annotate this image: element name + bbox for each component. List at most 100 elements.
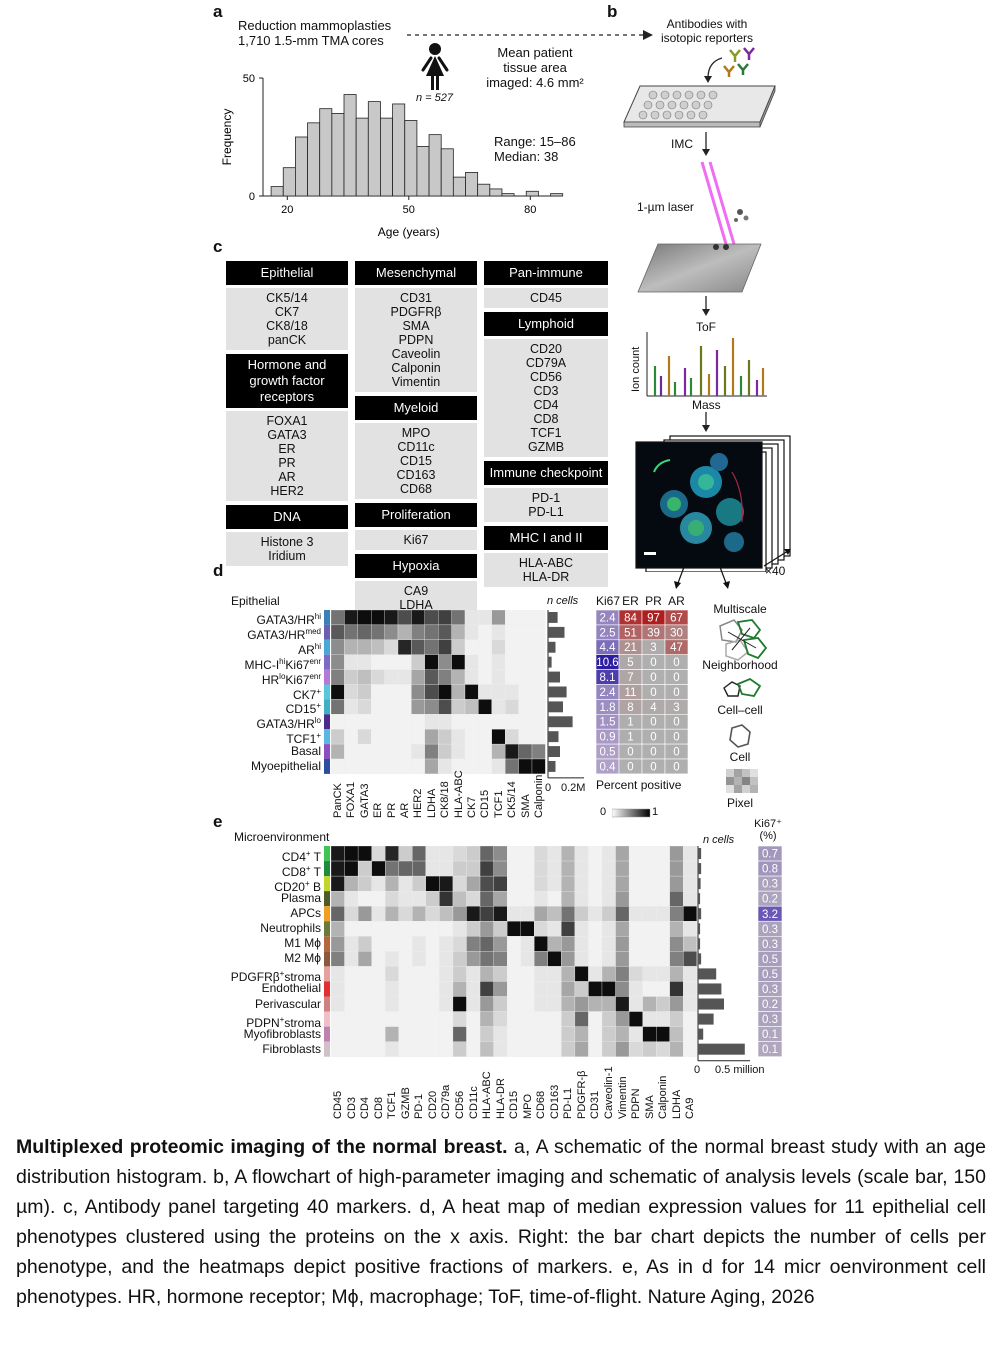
heatmap-cell (424, 654, 439, 670)
heatmap-cell (452, 981, 467, 997)
heatmap-cell (451, 610, 466, 626)
heatmap-cell (397, 684, 412, 700)
heatmap-cell (344, 906, 359, 922)
ki67-value: 0.1 (762, 1029, 778, 1041)
ki67-value: 0.3 (762, 939, 778, 951)
heatmap-cell (506, 996, 521, 1012)
category-header: Immune checkpoint (484, 461, 608, 485)
heatmap-cell (344, 654, 358, 670)
marker-name: CD68 (400, 482, 432, 496)
heatmap-cell (683, 1011, 697, 1027)
hist-bar (270, 186, 284, 197)
heatmap-cell (534, 906, 548, 922)
hist-bar (367, 101, 381, 197)
heatmap-cell (518, 624, 533, 640)
heatmap-cell (574, 921, 589, 937)
heatmap-cell (588, 1041, 603, 1057)
heatmap-cell (424, 743, 439, 760)
heatmap-cell (452, 936, 467, 952)
hist-ylabel: Frequency (220, 109, 234, 166)
heatmap-cell (669, 921, 684, 937)
row-color-strip (324, 1026, 330, 1042)
figure-caption: Multiplexed proteomic imaging of the nor… (16, 1132, 986, 1312)
e-ncells-bar (698, 968, 717, 980)
heatmap-cell (656, 996, 670, 1012)
heatmap-cell (615, 966, 630, 982)
pct-value: 0 (627, 761, 633, 773)
heatmap-cell (439, 1011, 454, 1027)
heatmap-cell (344, 951, 359, 967)
marker-name: CD163 (396, 468, 436, 482)
heatmap-cell (601, 1026, 616, 1042)
microenv-col-label: CD11c (467, 1085, 480, 1119)
d-ncells-bar (548, 716, 573, 728)
marker-name: CD4 (533, 398, 559, 412)
heatmap-cell (505, 639, 519, 655)
heatmap-cell (561, 1026, 576, 1042)
heatmap-cell (615, 936, 630, 952)
heatmap-cell (344, 936, 359, 952)
flow-arrow-dashed (407, 30, 653, 40)
heatmap-cell (518, 714, 533, 730)
pct-value: 39 (647, 627, 660, 639)
heatmap-cell (534, 921, 548, 937)
heatmap-cell (479, 1026, 494, 1042)
microenv-col-label: CD3 (345, 1096, 358, 1119)
e-ncells-bar (698, 908, 702, 920)
microenvironment-group-title: Microenvironment (234, 830, 330, 844)
d-ncells-bar (548, 626, 565, 638)
heatmap-cell (683, 891, 697, 907)
e-ncells-bar (698, 1043, 745, 1055)
heatmap-cell (357, 921, 372, 937)
level-neighborhood: Neighborhood (702, 658, 778, 672)
heatmap-cell (398, 966, 413, 982)
pixel-cell (750, 777, 758, 785)
heatmap-cell (479, 1011, 494, 1027)
heatmap-cell (669, 1011, 684, 1027)
heatmap-cell (397, 758, 412, 775)
heatmap-cell (628, 860, 643, 877)
pct-value: 0 (650, 672, 656, 684)
microenv-row-label: M1 Mϕ (284, 936, 321, 951)
heatmap-cell (615, 906, 630, 922)
heatmap-cell (371, 996, 386, 1012)
heatmap-cell (398, 875, 413, 892)
microenv-col-label: CA9 (684, 1097, 697, 1119)
heatmap-cell (398, 921, 413, 937)
heatmap-cell (411, 624, 425, 640)
heatmap-cell (561, 966, 576, 982)
heatmap-cell (424, 684, 439, 700)
heatmap-cell (451, 654, 466, 670)
marker-name: CD45 (530, 291, 562, 305)
heatmap-cell (438, 743, 452, 760)
marker-name: LDHA (399, 598, 433, 612)
heatmap-cell (588, 860, 603, 877)
hist-bar (525, 190, 539, 197)
heatmap-cell (371, 654, 385, 670)
row-color-strip (324, 876, 330, 892)
heatmap-cell (601, 966, 616, 982)
heatmap-cell (438, 699, 452, 715)
row-color-strip (324, 966, 330, 982)
microenv-col-label: HLA-DR (494, 1077, 507, 1119)
row-color-strip (324, 1011, 330, 1027)
microenv-row-label: Myofibroblasts (243, 1026, 321, 1041)
epithelial-row-label: ARhi (298, 641, 321, 657)
panel-d-label: d (213, 561, 224, 580)
heatmap-cell (642, 860, 657, 877)
heatmap-cell (452, 875, 467, 892)
microenv-col-label: PDPN (630, 1088, 643, 1119)
heatmap-cell (425, 936, 440, 952)
heatmap-cell (330, 891, 345, 907)
heatmap-cell (330, 875, 345, 892)
heatmap-cell (371, 981, 386, 997)
epithelial-col-label: TCF1 (492, 790, 505, 818)
heatmap-cell (547, 1026, 562, 1042)
marker-name: HLA-DR (522, 570, 570, 584)
microenv-col-label: CD8 (372, 1096, 385, 1119)
heatmap-cell (478, 743, 492, 760)
e-ncells-bar (698, 938, 701, 950)
heatmap-cell (506, 981, 521, 997)
